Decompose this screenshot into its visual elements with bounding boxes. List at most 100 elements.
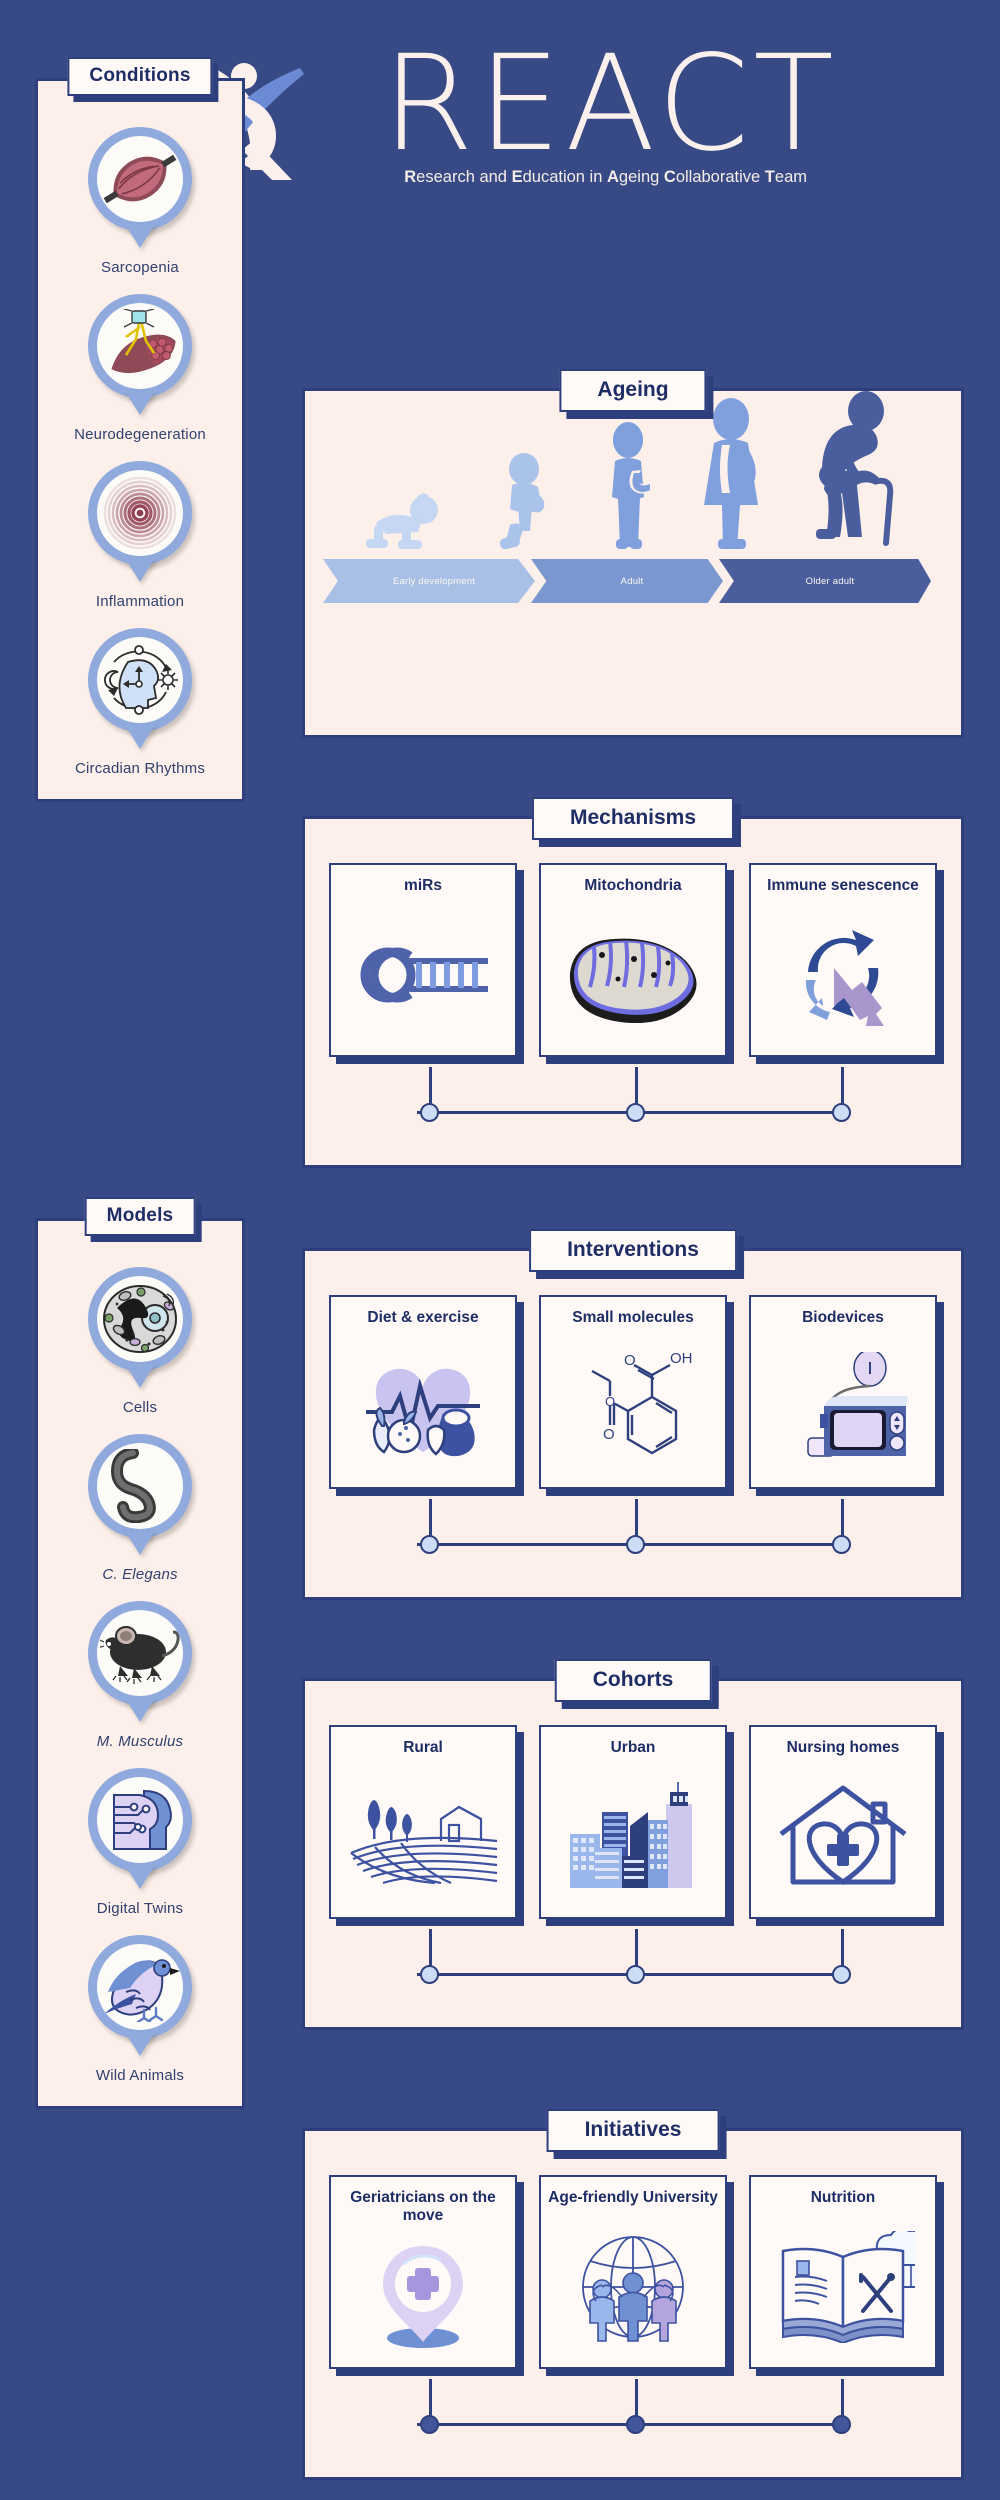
card-geriatricians-on-the-move[interactable]: Geriatricians on the move xyxy=(329,2175,517,2369)
card-urban[interactable]: Urban xyxy=(539,1725,727,1919)
list-item[interactable]: Neurodegeneration xyxy=(38,294,242,443)
mouse-icon xyxy=(97,1610,183,1696)
card-title: Immune senescence xyxy=(767,877,919,894)
pin-tail xyxy=(125,1865,155,1889)
react-logo: REACT Research and Education in Ageing C… xyxy=(180,28,980,188)
panel-ageing: Ageing xyxy=(302,369,964,738)
ageing-figure-row xyxy=(323,391,943,549)
connector-rail xyxy=(329,1929,937,1987)
adult-woman-icon xyxy=(704,398,758,549)
cycle-declining-arrow-icon xyxy=(805,930,884,1027)
panel-title: Initiatives xyxy=(546,2109,720,2152)
pin-tail xyxy=(125,1364,155,1388)
panel-initiatives: Initiatives Geriatricians on the move Ag… xyxy=(302,2109,964,2480)
panel-title: Interventions xyxy=(529,1229,737,1272)
svg-text:O: O xyxy=(603,1426,615,1443)
pin-marker xyxy=(88,628,192,749)
sidebar-title-wrap: Conditions xyxy=(67,57,213,96)
pin-tail xyxy=(125,2032,155,2056)
list-item[interactable]: Wild Animals xyxy=(38,1935,242,2084)
list-item[interactable]: Circadian Rhythms xyxy=(38,628,242,777)
card-title: Biodevices xyxy=(802,1309,884,1326)
list-item-label: M. Musculus xyxy=(96,1733,184,1750)
hairpin-rna-icon xyxy=(360,947,488,1003)
card-title: Diet & exercise xyxy=(367,1309,479,1326)
map-pin-medical-cross-icon xyxy=(383,2246,463,2349)
wordmark: REACT xyxy=(382,27,838,181)
svg-text:O: O xyxy=(624,1352,636,1369)
panel-title: Mechanisms xyxy=(531,797,735,840)
list-item-label: Circadian Rhythms xyxy=(74,760,206,777)
card-title: Rural xyxy=(403,1739,443,1756)
animal-cell-icon xyxy=(97,1276,183,1362)
card-title: Mitochondria xyxy=(584,877,682,894)
toddler-icon xyxy=(499,453,545,549)
pin-marker xyxy=(88,1768,192,1889)
stage-adult: Adult xyxy=(531,559,723,603)
svg-text:O: O xyxy=(605,1394,615,1409)
panel-interventions: Interventions Diet & exercise xyxy=(302,1229,964,1600)
stage-older-adult: Older adult xyxy=(719,559,931,603)
pin-marker xyxy=(88,1935,192,2056)
house-heart-cross-icon xyxy=(779,1785,907,1886)
panel-title: Ageing xyxy=(559,369,707,412)
pin-tail xyxy=(125,1698,155,1722)
panel-cohorts: Cohorts Rural xyxy=(302,1659,964,2030)
connector-rail xyxy=(329,1499,937,1557)
crawling-baby-icon xyxy=(366,493,438,549)
card-title: Nutrition xyxy=(810,2189,876,2206)
panel-title: Cohorts xyxy=(554,1659,712,1702)
child-icon xyxy=(612,422,650,549)
list-item-label: Wild Animals xyxy=(95,2067,185,2084)
farm-fields-icon xyxy=(350,1800,498,1885)
card-title: Age-friendly University xyxy=(548,2189,718,2206)
pin-tail xyxy=(125,725,155,749)
monitor-sensor-device-icon xyxy=(807,1352,908,1457)
list-item[interactable]: Inflammation xyxy=(38,461,242,610)
card-rural[interactable]: Rural xyxy=(329,1725,517,1919)
tagline-text: Research and Education in Ageing Collabo… xyxy=(404,168,807,186)
card-title: miRs xyxy=(404,877,442,894)
pin-marker xyxy=(88,1267,192,1388)
card-title: Nursing homes xyxy=(786,1739,900,1756)
panel-mechanisms: Mechanisms miRs xyxy=(302,797,964,1168)
connector-rail xyxy=(329,1067,937,1125)
pin-tail xyxy=(125,558,155,582)
card-nutrition[interactable]: Nutrition xyxy=(749,2175,937,2369)
connector-rail xyxy=(329,2379,937,2437)
list-item[interactable]: Digital Twins xyxy=(38,1768,242,1917)
list-item-label: Cells xyxy=(122,1399,158,1416)
card-immune-senescence[interactable]: Immune senescence xyxy=(749,863,937,1057)
card-mitochondria[interactable]: Mitochondria xyxy=(539,863,727,1057)
card-nursing-homes[interactable]: Nursing homes xyxy=(749,1725,937,1919)
ageing-stage-bar: Early development Adult Older adult xyxy=(323,559,943,603)
svg-text:OH: OH xyxy=(670,1350,693,1367)
muscle-fiber-icon xyxy=(97,136,183,222)
list-item[interactable]: C. Elegans xyxy=(38,1434,242,1583)
pin-tail xyxy=(125,391,155,415)
list-item[interactable]: Cells xyxy=(38,1267,242,1416)
card-biodevices[interactable]: Biodevices xyxy=(749,1295,937,1489)
sidebar-title-wrap: Models xyxy=(84,1197,196,1236)
card-age-friendly-university[interactable]: Age-friendly University xyxy=(539,2175,727,2369)
card-title: Small molecules xyxy=(572,1309,694,1326)
list-item-label: Digital Twins xyxy=(96,1900,184,1917)
list-item[interactable]: M. Musculus xyxy=(38,1601,242,1750)
pin-tail xyxy=(125,224,155,248)
tagline: Research and Education in Ageing Collabo… xyxy=(182,168,807,187)
card-diet-exercise[interactable]: Diet & exercise xyxy=(329,1295,517,1489)
card-mirs[interactable]: miRs xyxy=(329,863,517,1057)
list-item-label: Sarcopenia xyxy=(101,259,179,276)
sidebar-title: Models xyxy=(84,1197,196,1236)
pin-tail xyxy=(125,1531,155,1555)
heart-vegetables-kettlebell-icon xyxy=(366,1368,480,1457)
list-item[interactable]: Sarcopenia xyxy=(38,127,242,276)
digital-twin-heads-icon xyxy=(97,1777,183,1863)
list-item-label: Neurodegeneration xyxy=(74,426,206,443)
card-small-molecules[interactable]: Small molecules xyxy=(539,1295,727,1489)
card-title: Geriatricians on the move xyxy=(350,2189,496,2225)
pin-marker xyxy=(88,294,192,415)
